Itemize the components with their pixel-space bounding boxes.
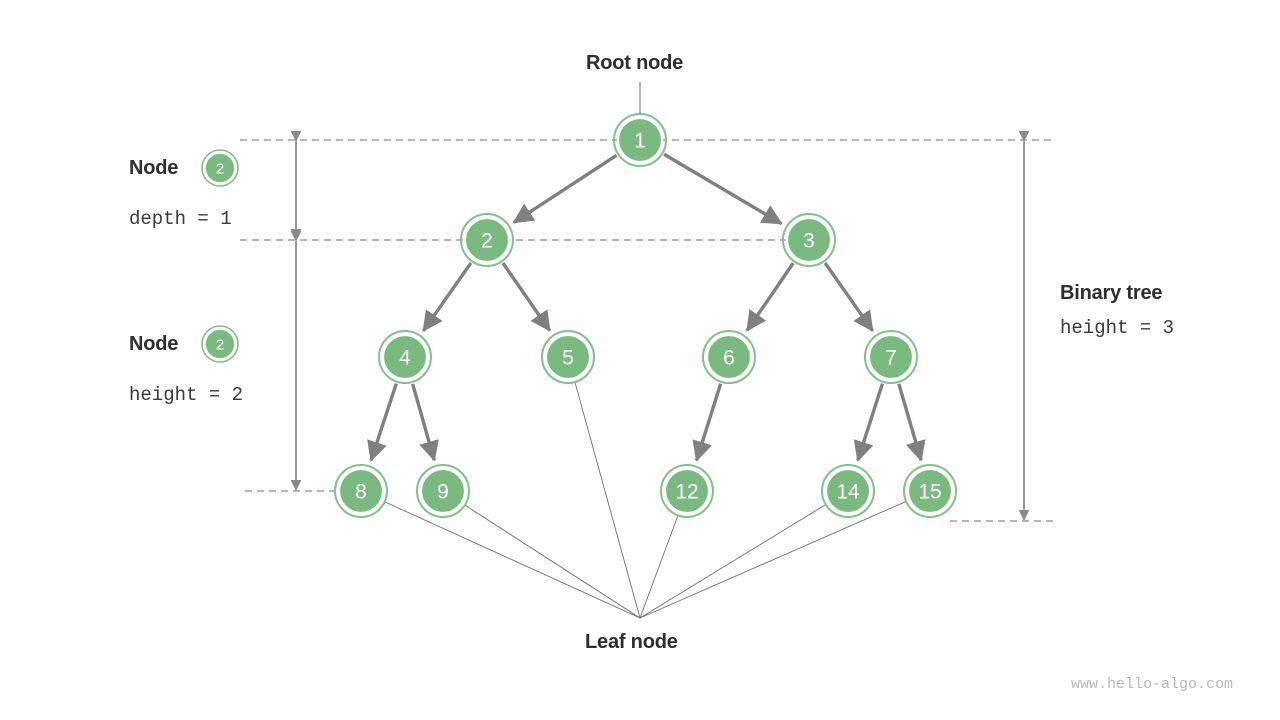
- edge-n1-to-n3: [663, 152, 783, 226]
- node-outer-ring: [702, 330, 756, 384]
- left-upper-annotation-detail: depth = 1: [129, 208, 232, 230]
- edge-n6-to-n12: [692, 383, 723, 462]
- node-outer-ring: [782, 213, 836, 267]
- tree-node-12[interactable]: 12: [660, 464, 714, 518]
- node-disc: [867, 333, 915, 381]
- badge-disc: [204, 152, 236, 184]
- tree-node-2[interactable]: 2: [460, 213, 514, 267]
- tree-node-15[interactable]: 15: [903, 464, 957, 518]
- tree-node-1[interactable]: 1: [613, 113, 667, 167]
- node-value-label: 14: [836, 481, 860, 504]
- leaf-leader-line-n8: [384, 501, 641, 619]
- tree-node-5[interactable]: 5: [541, 330, 595, 384]
- leaf-leader-line-n14: [639, 504, 827, 619]
- tree-node-3[interactable]: 3: [782, 213, 836, 267]
- annotation-badges: 22: [201, 149, 239, 363]
- node-value-label: 4: [399, 347, 411, 370]
- root-node-label: Root node: [586, 52, 684, 74]
- node-outer-ring: [378, 330, 432, 384]
- badge-outer-ring: [201, 149, 239, 187]
- leaf-leader-line-n9: [464, 504, 641, 619]
- tree-node-4[interactable]: 4: [378, 330, 432, 384]
- tree-node-8[interactable]: 8: [334, 464, 388, 518]
- node-disc: [906, 467, 954, 515]
- node-disc: [544, 333, 592, 381]
- leaf-leader-line-n12: [639, 515, 679, 619]
- node-disc: [705, 333, 753, 381]
- watermark: www.hello-algo.com: [1071, 676, 1234, 693]
- node-value-label: 12: [675, 481, 698, 504]
- edge-n2-to-n4: [421, 261, 473, 332]
- node-value-label: 6: [723, 347, 735, 370]
- node-outer-ring: [416, 464, 470, 518]
- node-disc: [419, 467, 467, 515]
- edge-n7-to-n14: [853, 383, 885, 462]
- node-disc: [337, 467, 385, 515]
- node-value-label: 9: [437, 481, 449, 504]
- tree-node-7[interactable]: 7: [864, 330, 918, 384]
- badge-value-label: 2: [216, 337, 224, 354]
- node-outer-ring: [334, 464, 388, 518]
- right-annotation-detail: height = 3: [1060, 317, 1175, 339]
- edge-n4-to-n8: [367, 383, 398, 462]
- node-outer-ring: [660, 464, 714, 518]
- dimension-lines: [290, 130, 1030, 521]
- left-lower-annotation-title: Node: [129, 333, 179, 355]
- annotation-badge-upper: 2: [201, 149, 239, 187]
- left-upper-annotation-title: Node: [129, 157, 179, 179]
- node-outer-ring: [460, 213, 514, 267]
- node-outer-ring: [864, 330, 918, 384]
- edge-n4-to-n9: [411, 383, 439, 462]
- node-value-label: 7: [885, 347, 897, 370]
- tree-node-9[interactable]: 9: [416, 464, 470, 518]
- node-disc: [616, 116, 664, 164]
- edge-n1-to-n2: [512, 153, 618, 224]
- node-disc: [463, 216, 511, 264]
- leaf-leader-line-n15: [639, 501, 907, 619]
- right-annotation-title: Binary tree: [1060, 282, 1163, 304]
- badge-disc: [204, 328, 236, 360]
- badge-value-label: 2: [216, 161, 224, 178]
- leaf-leader-line-n5: [574, 381, 641, 619]
- tree-node-14[interactable]: 14: [821, 464, 875, 518]
- tree-edges: [367, 152, 926, 462]
- node-disc: [381, 333, 429, 381]
- node-outer-ring: [821, 464, 875, 518]
- leaf-node-label: Leaf node: [585, 631, 678, 653]
- tree-node-6[interactable]: 6: [702, 330, 756, 384]
- node-disc: [785, 216, 833, 264]
- node-outer-ring: [541, 330, 595, 384]
- node-value-label: 5: [562, 347, 574, 370]
- annotation-badge-lower: 2: [201, 325, 239, 363]
- left-lower-annotation-detail: height = 2: [129, 384, 244, 406]
- edge-n3-to-n6: [745, 262, 795, 332]
- node-value-label: 15: [918, 481, 941, 504]
- guide-lines: [240, 139, 1055, 522]
- edge-n2-to-n5: [501, 262, 552, 332]
- edge-n3-to-n7: [823, 261, 875, 332]
- node-value-label: 3: [803, 230, 815, 253]
- node-value-label: 2: [481, 230, 493, 253]
- node-value-label: 1: [634, 130, 646, 153]
- node-disc: [663, 467, 711, 515]
- leaf-leader-lines: [384, 381, 907, 619]
- node-disc: [824, 467, 872, 515]
- edge-n7-to-n15: [897, 383, 926, 462]
- node-value-label: 8: [355, 481, 367, 504]
- node-outer-ring: [903, 464, 957, 518]
- badge-outer-ring: [201, 325, 239, 363]
